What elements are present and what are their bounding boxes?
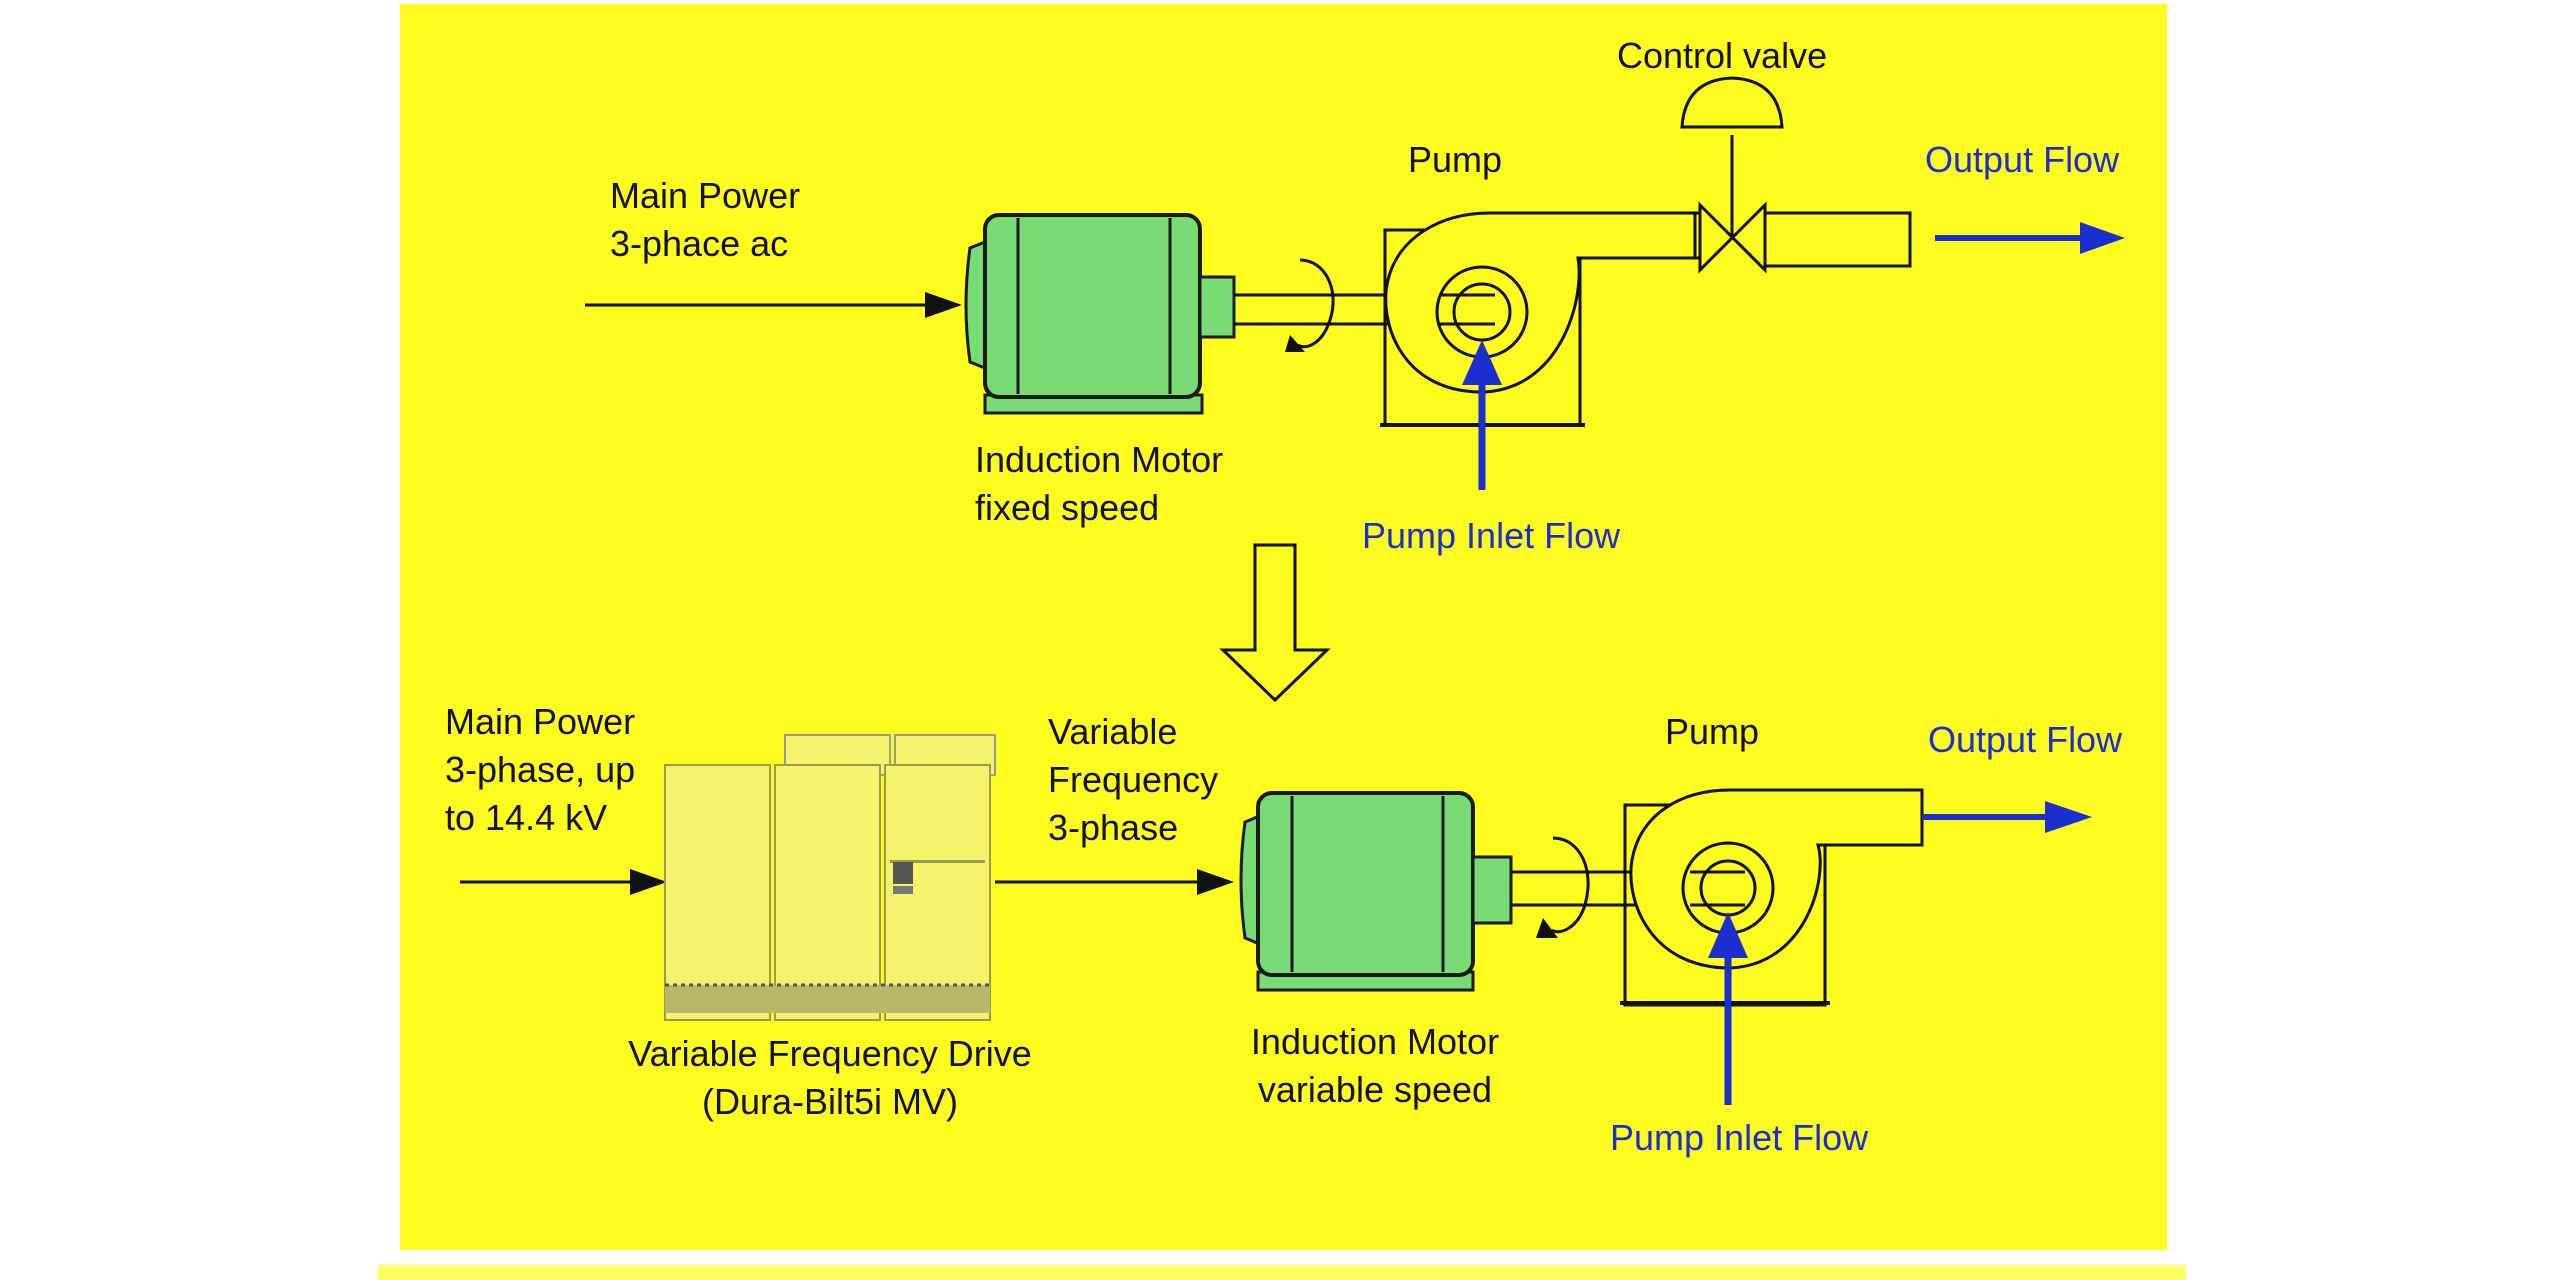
vf-line2: Frequency <box>1048 759 1219 800</box>
vfd-label: Variable Frequency Drive (Dura-Bilt5i MV… <box>600 1030 1060 1126</box>
bottom-motor-icon <box>1239 791 1513 992</box>
top-motor-label: Induction Motor fixed speed <box>975 436 1223 532</box>
vfd-line1: Variable Frequency Drive <box>628 1033 1032 1074</box>
top-main-power-label: Main Power 3-phace ac <box>610 172 800 268</box>
top-output-flow-arrow <box>1935 222 2125 254</box>
top-motor-line1: Induction Motor <box>975 439 1224 480</box>
vf-line1: Variable <box>1048 711 1178 752</box>
bottom-margin-strip <box>378 1265 2186 1280</box>
bottom-main-power-line3: to 14.4 kV <box>445 797 608 838</box>
top-motor-icon <box>964 213 1236 415</box>
top-motor-line2: fixed speed <box>975 487 1160 528</box>
top-pump-label: Pump <box>1408 139 1503 180</box>
bottom-pump-label: Pump <box>1665 711 1760 752</box>
vf-output-arrow <box>995 869 1234 895</box>
top-rotation-arrow-icon <box>1285 258 1335 352</box>
top-inlet-flow-arrow <box>1462 340 1502 490</box>
top-main-power-line2: 3-phace ac <box>610 223 789 264</box>
bottom-main-power-line1: Main Power <box>445 701 636 742</box>
vf-line3: 3-phase <box>1048 807 1179 848</box>
bottom-motor-line1: Induction Motor <box>1250 1021 1500 1062</box>
bottom-main-power-line2: 3-phase, up <box>445 749 636 790</box>
vfd-line2: (Dura-Bilt5i MV) <box>701 1081 959 1122</box>
top-inlet-flow-label: Pump Inlet Flow <box>1362 515 1621 556</box>
bottom-motor-line2: variable speed <box>1257 1069 1493 1110</box>
bottom-rotation-arrow-icon <box>1536 836 1590 938</box>
bottom-inlet-flow-arrow <box>1708 912 1748 1105</box>
top-discharge-pipe <box>1578 211 1912 268</box>
transition-arrow-icon <box>1219 543 1331 703</box>
bottom-output-flow-label: Output Flow <box>1928 719 2123 760</box>
top-main-power-line1: Main Power <box>610 175 801 216</box>
control-valve-label: Control valve <box>1617 35 1828 76</box>
vfd-cabinet-icon <box>664 734 996 1021</box>
bottom-power-arrow <box>460 869 667 895</box>
top-power-arrow <box>585 292 962 318</box>
top-output-flow-label: Output Flow <box>1925 139 2120 180</box>
bottom-main-power-label: Main Power 3-phase, up to 14.4 kV <box>445 698 635 842</box>
bottom-output-flow-arrow <box>1922 801 2092 833</box>
bottom-motor-label: Induction Motor variable speed <box>1215 1018 1535 1114</box>
bottom-inlet-flow-label: Pump Inlet Flow <box>1610 1117 1869 1158</box>
control-valve-icon <box>1680 76 1784 274</box>
vf-label: Variable Frequency 3-phase <box>1048 708 1218 852</box>
